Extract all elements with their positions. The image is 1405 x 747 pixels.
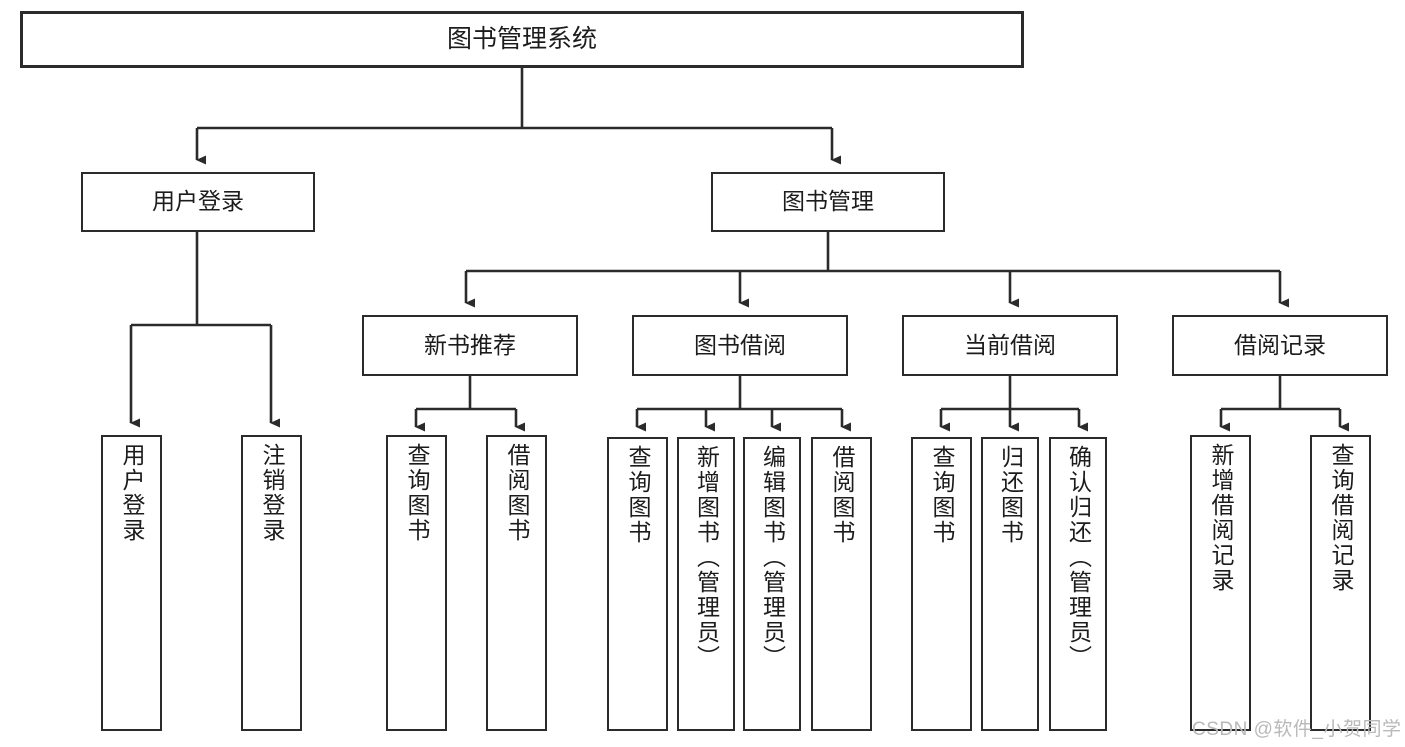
node-current-borrow[interactable]: 当前借阅 [902, 315, 1118, 376]
leaf-query-book-borrow[interactable]: 查询图书 [607, 437, 668, 731]
node-label: 新增图书（管理员） [693, 445, 720, 670]
node-label: 图书借阅 [694, 331, 786, 358]
leaf-user-login[interactable]: 用户登录 [101, 435, 162, 731]
node-label: 用户登录 [152, 188, 244, 215]
node-label: 用户登录 [119, 443, 145, 543]
node-user-login[interactable]: 用户登录 [81, 172, 315, 232]
node-new-book-recommend[interactable]: 新书推荐 [362, 315, 578, 376]
node-label: 编辑图书（管理员） [759, 445, 786, 670]
node-label: 图书管理 [782, 188, 874, 215]
node-label: 图书管理系统 [446, 24, 597, 53]
leaf-add-borrow-record[interactable]: 新增借阅记录 [1190, 435, 1251, 731]
node-label: 借阅图书 [504, 443, 530, 543]
leaf-confirm-return-admin[interactable]: 确认归还（管理员） [1049, 437, 1107, 731]
node-borrow-record[interactable]: 借阅记录 [1172, 315, 1388, 376]
leaf-logout-login[interactable]: 注销登录 [241, 435, 302, 731]
node-label: 当前借阅 [964, 331, 1056, 358]
node-label: 注销登录 [259, 443, 285, 543]
node-label: 查询图书 [404, 443, 430, 543]
leaf-query-book-recommend[interactable]: 查询图书 [386, 435, 447, 731]
leaf-query-book-current[interactable]: 查询图书 [911, 437, 972, 731]
leaf-return-book[interactable]: 归还图书 [981, 437, 1039, 731]
node-label: 借阅图书 [829, 445, 855, 545]
node-label: 查询借阅记录 [1328, 443, 1354, 593]
leaf-borrow-book-borrow[interactable]: 借阅图书 [811, 437, 872, 731]
leaf-borrow-book-recommend[interactable]: 借阅图书 [486, 435, 547, 731]
node-book-borrow[interactable]: 图书借阅 [632, 315, 848, 376]
node-label: 查询图书 [929, 445, 955, 545]
node-book-management[interactable]: 图书管理 [711, 172, 945, 232]
node-book-management-system[interactable]: 图书管理系统 [20, 11, 1024, 68]
node-label: 新书推荐 [424, 331, 516, 358]
node-label: 归还图书 [997, 445, 1024, 545]
leaf-query-borrow-record[interactable]: 查询借阅记录 [1310, 435, 1371, 731]
leaf-edit-book-admin[interactable]: 编辑图书（管理员） [743, 437, 801, 731]
node-label: 确认归还（管理员） [1065, 445, 1092, 670]
node-label: 新增借阅记录 [1208, 443, 1234, 593]
node-label: 借阅记录 [1234, 331, 1326, 358]
csdn-watermark: CSDN @软件_小贺同学 [1192, 719, 1402, 740]
leaf-add-book-admin[interactable]: 新增图书（管理员） [677, 437, 735, 731]
node-label: 查询图书 [625, 445, 651, 545]
